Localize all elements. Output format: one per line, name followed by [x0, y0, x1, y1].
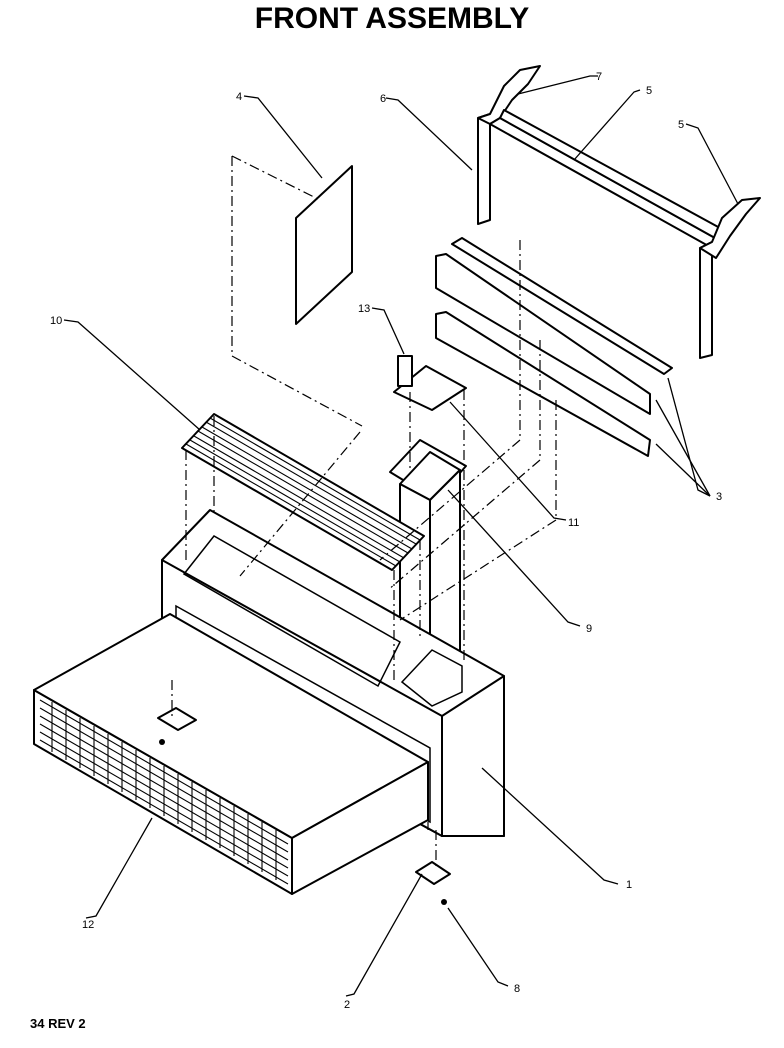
callout-3: 3	[716, 491, 722, 503]
top-frame-part	[477, 65, 761, 359]
callout-7: 7	[596, 71, 602, 83]
callout-leaders	[63, 75, 739, 997]
revision-label: 34 REV 2	[30, 1016, 86, 1031]
callout-6: 6	[380, 93, 386, 105]
trim-strips-part	[435, 237, 673, 457]
side-panel-part	[295, 165, 353, 325]
callout-5-right: 5	[678, 119, 684, 131]
callout-10: 10	[50, 315, 62, 327]
diagram-title: FRONT ASSEMBLY	[254, 2, 530, 35]
front-grille-part	[33, 613, 429, 895]
callout-4: 4	[236, 91, 242, 103]
top-grille-part	[181, 413, 425, 571]
assembly-guide-lines	[33, 240, 557, 866]
bracket-plate-part	[393, 355, 467, 411]
panel-guide-line	[231, 155, 363, 427]
callout-1: 1	[626, 879, 632, 891]
callout-8: 8	[514, 983, 520, 995]
callout-9: 9	[586, 623, 592, 635]
callout-13: 13	[358, 303, 370, 315]
callout-12: 12	[82, 919, 94, 931]
callout-11: 11	[568, 517, 579, 529]
mounting-bracket-part	[157, 707, 451, 905]
callout-5-top: 5	[646, 85, 652, 97]
callout-2: 2	[344, 999, 350, 1011]
